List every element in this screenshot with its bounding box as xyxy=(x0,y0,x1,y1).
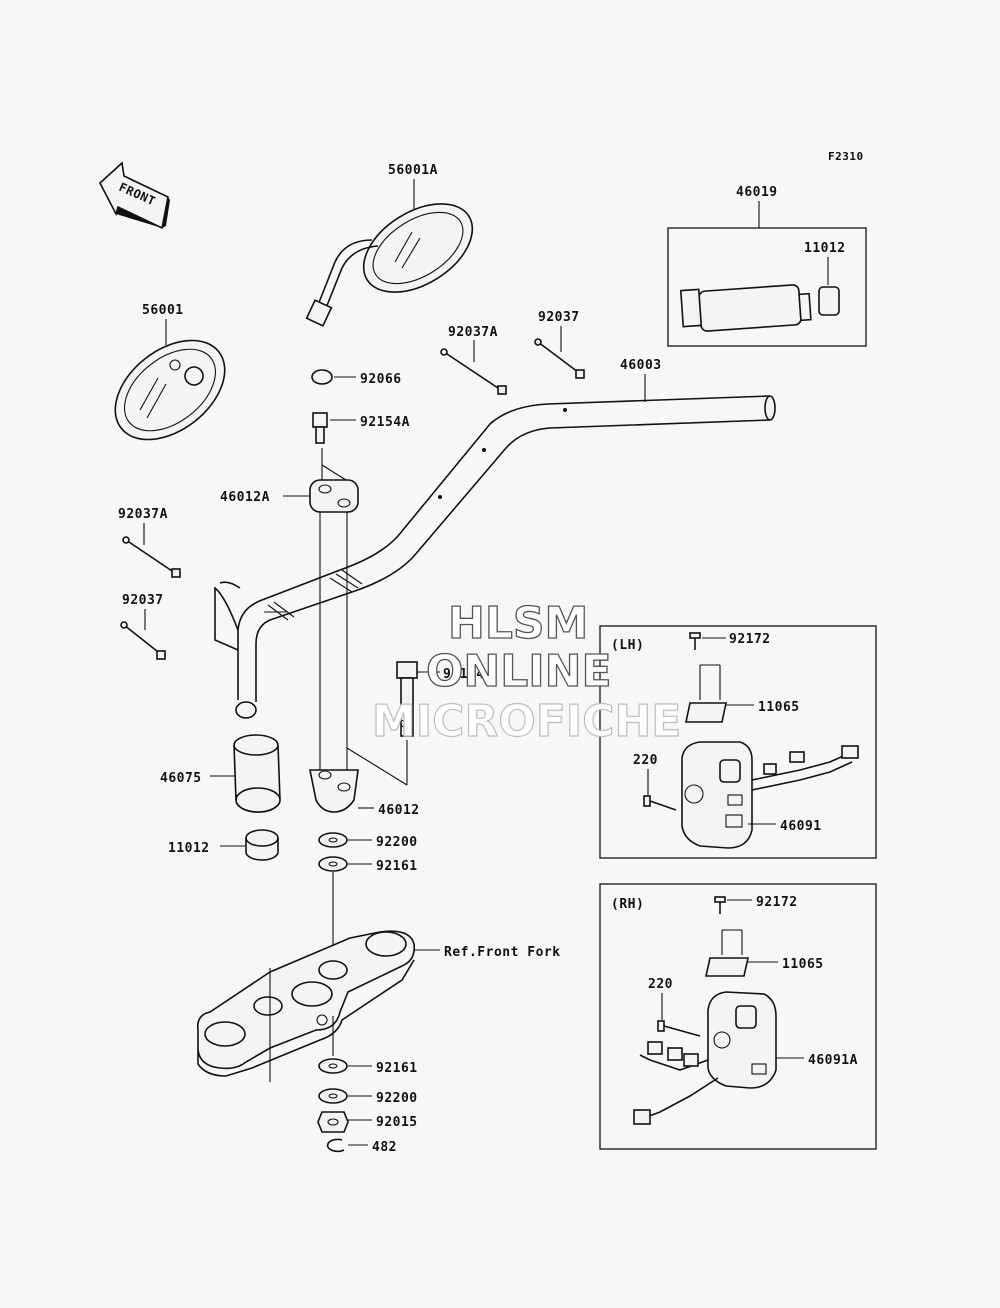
label-46091a: 46091A xyxy=(808,1053,858,1068)
label-11065-lh: 11065 xyxy=(758,700,800,715)
end-cap-11012-top xyxy=(818,286,840,316)
box-lh-switch xyxy=(599,625,877,859)
washer-92200-bot xyxy=(318,1088,348,1104)
label-46091: 46091 xyxy=(780,819,822,834)
switch-housing-46091a xyxy=(633,991,777,1125)
label-92037-top: 92037 xyxy=(538,310,580,325)
screw-92172-lh xyxy=(689,632,701,650)
watermark-line1: HLSM xyxy=(448,598,588,649)
washer-92161-bot xyxy=(318,1058,348,1074)
label-92037-left: 92037 xyxy=(122,593,164,608)
upper-triple-clamp xyxy=(196,930,416,1082)
box-46019 xyxy=(667,227,867,347)
throttle-grip-46019 xyxy=(679,284,812,332)
screw-220-lh xyxy=(643,795,677,811)
washer-92200-top xyxy=(318,832,348,848)
watermark-line2: ONLINE xyxy=(426,646,612,697)
label-92154: 92154 xyxy=(443,667,485,682)
end-cap-11012-left xyxy=(245,829,279,861)
clamp-92037a-left xyxy=(122,536,181,578)
label-46012: 46012 xyxy=(378,803,420,818)
label-92015: 92015 xyxy=(376,1115,418,1130)
label-56001: 56001 xyxy=(142,303,184,318)
label-92161-bot: 92161 xyxy=(376,1061,418,1076)
bolt-92154a xyxy=(312,412,328,444)
mirror-56001 xyxy=(114,339,226,441)
label-46075: 46075 xyxy=(160,771,202,786)
label-11065-rh: 11065 xyxy=(782,957,824,972)
label-92200-bot: 92200 xyxy=(376,1091,418,1106)
screw-220-rh xyxy=(657,1020,701,1037)
holder-46012 xyxy=(309,769,359,813)
label-92037a-left: 92037A xyxy=(118,507,168,522)
label-92066: 92066 xyxy=(360,372,402,387)
nut-92015 xyxy=(317,1111,349,1133)
watermark-line3: MICROFICHE xyxy=(372,696,681,747)
grip-46075 xyxy=(233,734,281,813)
label-92172-rh: 92172 xyxy=(756,895,798,910)
handlebar-46003 xyxy=(214,395,776,719)
clamp-92037-left xyxy=(120,621,166,660)
cap-92066 xyxy=(311,369,333,385)
bolt-92154 xyxy=(396,661,418,737)
label-92200-top: 92200 xyxy=(376,835,418,850)
label-482: 482 xyxy=(372,1140,397,1155)
label-46003: 46003 xyxy=(620,358,662,373)
label-92037a-top: 92037A xyxy=(448,325,498,340)
switch-housing-46091 xyxy=(681,741,859,849)
lh-label: (LH) xyxy=(611,638,644,653)
label-92154a: 92154A xyxy=(360,415,410,430)
ref-front-fork: Ref.Front Fork xyxy=(444,945,561,960)
label-220-lh: 220 xyxy=(633,753,658,768)
circlip-482 xyxy=(326,1138,345,1153)
rh-label: (RH) xyxy=(611,897,644,912)
holder-46012a xyxy=(309,479,359,513)
clamp-92037a-top xyxy=(440,348,507,395)
box-rh-switch xyxy=(599,883,877,1150)
label-56001a: 56001A xyxy=(388,163,438,178)
figure-code: F2310 xyxy=(828,150,864,163)
label-11012-top: 11012 xyxy=(804,241,846,256)
front-arrow-icon: FRONT xyxy=(99,161,170,230)
label-46019: 46019 xyxy=(736,185,778,200)
label-11012-left: 11012 xyxy=(168,841,210,856)
label-92172-lh: 92172 xyxy=(729,632,771,647)
washer-92161-top xyxy=(318,856,348,872)
mirror-56001a xyxy=(305,203,474,327)
clamp-92037-top xyxy=(534,338,585,379)
label-92161-top: 92161 xyxy=(376,859,418,874)
screw-92172-rh xyxy=(714,896,726,914)
cover-11065-lh xyxy=(685,702,727,723)
cover-11065-rh xyxy=(705,957,749,977)
label-46012a: 46012A xyxy=(220,490,270,505)
label-220-rh: 220 xyxy=(648,977,673,992)
